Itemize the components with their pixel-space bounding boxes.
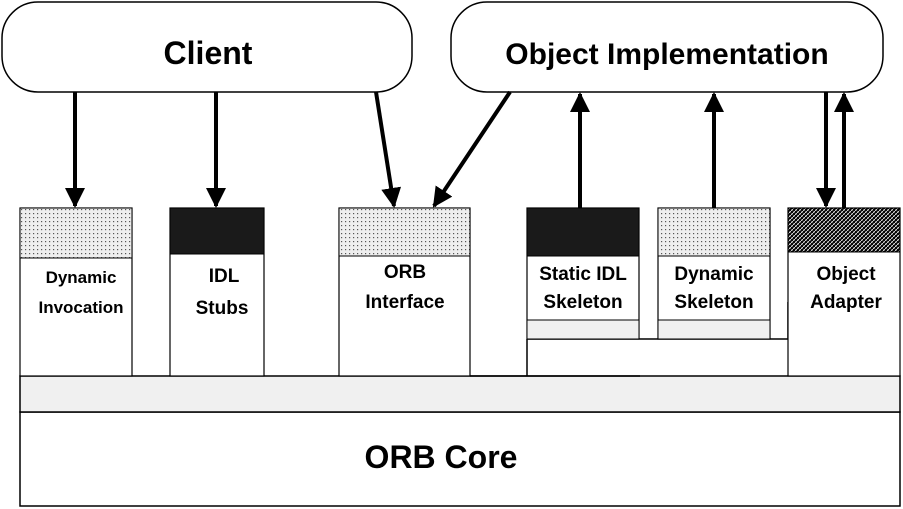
object-implementation-box: Object Implementation [450,1,884,93]
dynamic-invocation-component: Dynamic Invocation [19,207,133,377]
dynamic-invocation-header [19,207,133,259]
object-adapter-label-line2: Adapter [810,292,882,313]
dynamic-skeleton-label-line1: Dynamic [674,264,754,285]
client-label: Client [164,35,253,71]
arrows [65,90,854,208]
static-idl-skeleton-label-line1: Static IDL [539,264,627,285]
orb-core-box [19,411,901,507]
static-idl-skeleton-header [526,207,640,257]
orb-core-label: ORB Core [365,439,518,475]
arrow-client-to-orb-interface [374,91,402,208]
client-box: Client [1,1,413,93]
dynamic-skeleton-label-line2: Skeleton [674,292,753,313]
idl-stubs-header [169,207,265,255]
dynamic-skeleton-component: Dynamic Skeleton [657,207,771,340]
static-idl-skeleton-component: Static IDL Skeleton [526,207,640,340]
orb-interface-label-line2: Interface [365,292,444,313]
static-idl-skeleton-footer [526,319,640,340]
dynamic-skeleton-header [657,207,771,257]
orb-interface-header [338,207,471,257]
idl-stubs-label-line1: IDL [209,266,240,287]
orb-interface-label-line1: ORB [384,262,426,283]
idl-stubs-label-line2: Stubs [196,298,249,319]
idl-stubs-component: IDL Stubs [169,207,265,377]
static-idl-skeleton-label-line2: Skeleton [543,292,622,313]
dynamic-skeleton-footer [657,319,771,340]
orb-interface-component: ORB Interface [338,207,471,377]
dynamic-invocation-label-line2: Invocation [38,298,123,317]
arrow-object-implementation-to-orb-interface [432,90,512,208]
dynamic-invocation-label-line1: Dynamic [46,268,117,287]
orb-core-band [19,375,901,413]
object-adapter-header [787,207,901,253]
object-implementation-label: Object Implementation [505,38,828,71]
object-adapter-component: Object Adapter [787,207,901,377]
object-adapter-label-line1: Object [816,264,876,285]
